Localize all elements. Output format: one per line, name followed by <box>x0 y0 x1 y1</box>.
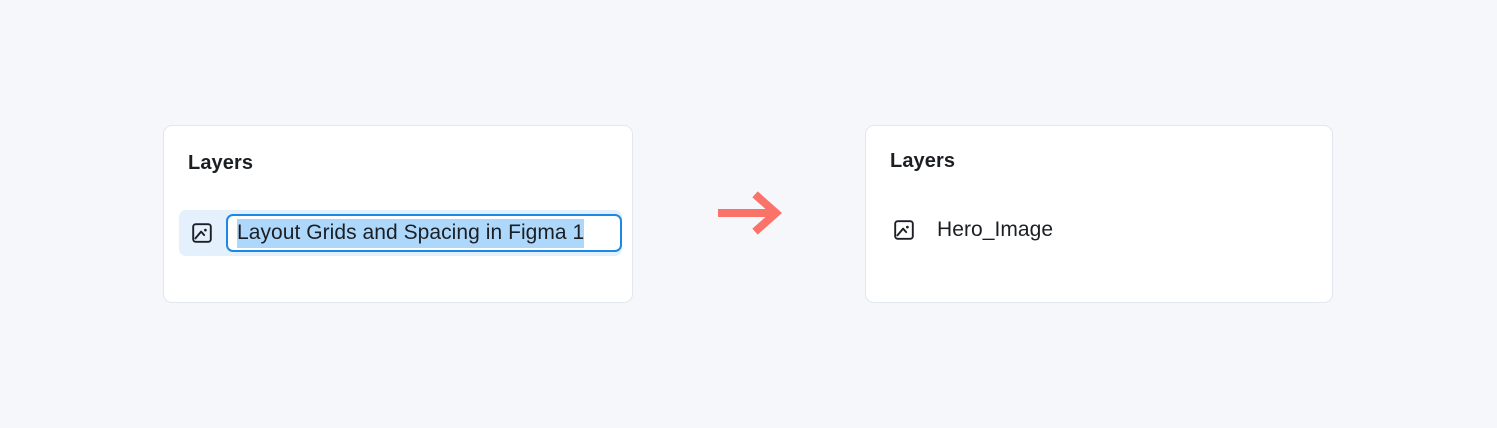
page-title-after: Layers <box>890 150 956 172</box>
layer-row-editing[interactable]: Layout Grids and Spacing in Figma 1 <box>179 210 622 256</box>
layers-panel-after: Layers Hero_Image <box>865 125 1333 303</box>
image-icon <box>892 218 916 242</box>
layers-panel-before: Layers Layout Grids and Spacing in Figma… <box>163 125 633 303</box>
arrow-right-icon <box>712 188 786 238</box>
image-icon <box>190 221 214 245</box>
layer-row-hero-image[interactable]: Hero_Image <box>892 210 1192 250</box>
layer-name-input-value: Layout Grids and Spacing in Figma 1 <box>237 218 585 248</box>
layer-name-label: Hero_Image <box>937 218 1054 241</box>
layer-name-input[interactable]: Layout Grids and Spacing in Figma 1 <box>226 214 622 252</box>
page-title-before: Layers <box>188 152 254 174</box>
